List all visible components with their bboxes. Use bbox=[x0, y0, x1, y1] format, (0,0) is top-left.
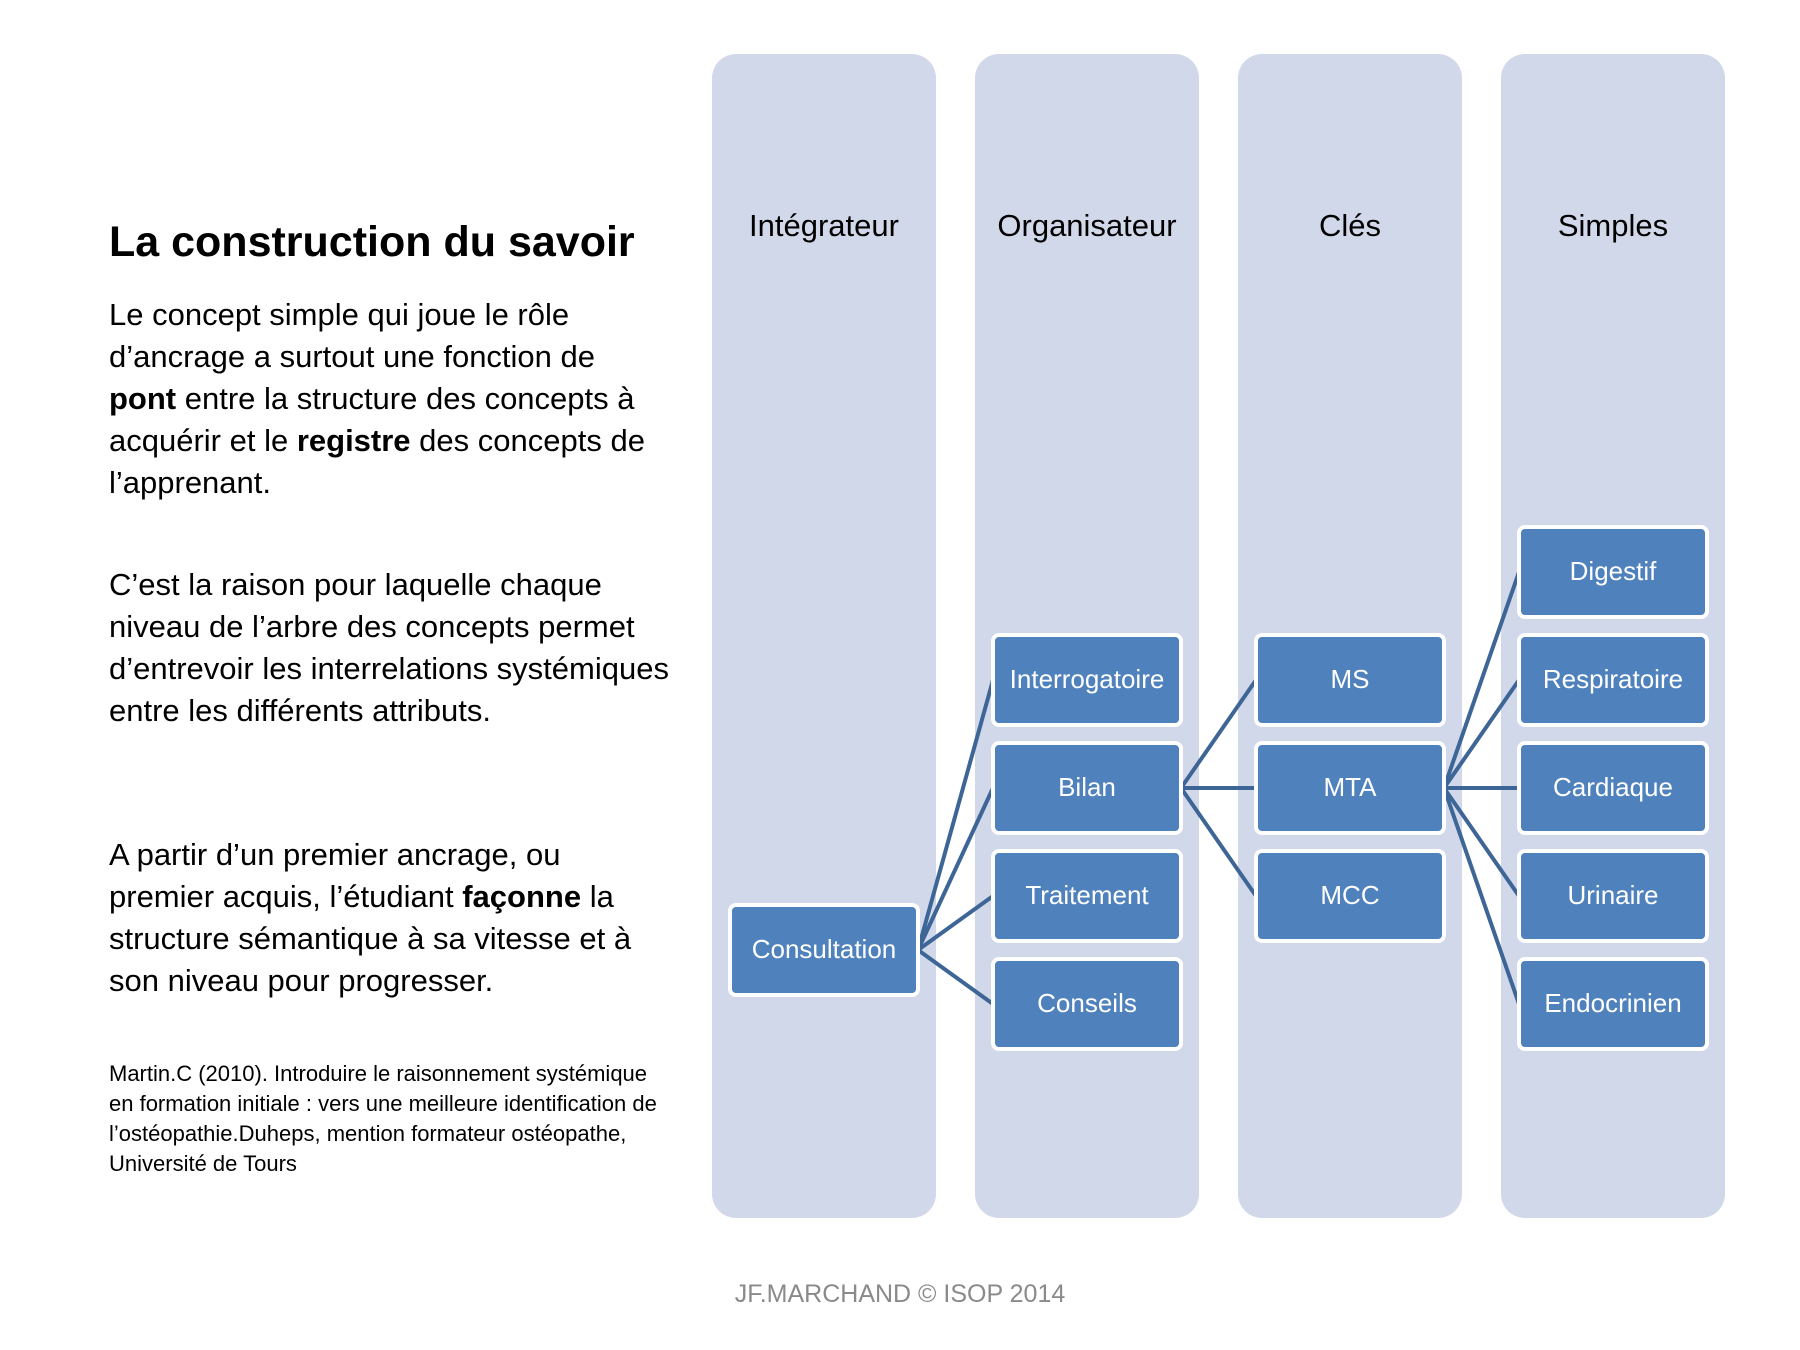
connector-line bbox=[1442, 786, 1521, 898]
concept-node-box bbox=[1254, 849, 1446, 943]
concept-node-label: Digestif bbox=[1570, 556, 1657, 586]
concept-node-label: MS bbox=[1331, 664, 1370, 694]
connector-line bbox=[1442, 678, 1521, 790]
concept-node-box bbox=[1517, 633, 1709, 727]
emphasis-text: pont bbox=[109, 381, 177, 416]
concept-node-label: Interrogatoire bbox=[1010, 664, 1165, 694]
connector-line bbox=[1179, 678, 1258, 790]
concept-node-box bbox=[1254, 633, 1446, 727]
paragraph-anchoring: Le concept simple qui joue le rôle d’anc… bbox=[109, 294, 669, 504]
concept-node-box bbox=[728, 903, 920, 997]
concept-node-label: Endocrinien bbox=[1544, 988, 1681, 1018]
concept-node-label: Cardiaque bbox=[1553, 772, 1673, 802]
paragraph-tree-levels: C’est la raison pour laquelle chaque niv… bbox=[109, 564, 669, 732]
paragraph-run: des concepts de l’apprenant. bbox=[109, 423, 645, 500]
connectors bbox=[916, 571, 1521, 1006]
connector-line bbox=[916, 948, 995, 1006]
concept-node-label: Conseils bbox=[1037, 988, 1137, 1018]
paragraph-run: entre la structure des concepts à acquér… bbox=[109, 381, 635, 458]
paragraph-run: C’est la raison pour laquelle chaque niv… bbox=[109, 567, 669, 728]
column-header: Simples bbox=[1558, 208, 1668, 243]
concept-node-box bbox=[991, 633, 1183, 727]
concept-node-label: Bilan bbox=[1058, 772, 1116, 802]
paragraph-run: A partir d’un premier ancrage, ou premie… bbox=[109, 837, 561, 914]
concept-node-box bbox=[991, 741, 1183, 835]
concept-node-box bbox=[1517, 849, 1709, 943]
concept-node-box bbox=[1517, 525, 1709, 619]
connector-line bbox=[916, 787, 995, 951]
connector-line bbox=[916, 679, 995, 951]
emphasis-text: registre bbox=[296, 423, 411, 458]
connector-line bbox=[1442, 787, 1521, 1005]
concept-node-box bbox=[991, 849, 1183, 943]
concept-node-label: MCC bbox=[1320, 880, 1379, 910]
emphasis-text: façonne bbox=[462, 879, 582, 914]
connector-line bbox=[1442, 571, 1521, 789]
concept-node-box bbox=[1517, 741, 1709, 835]
concept-node-label: Respiratoire bbox=[1543, 664, 1683, 694]
footer-copyright: JF.MARCHAND © ISOP 2014 bbox=[734, 1280, 1066, 1308]
concept-node-box bbox=[1254, 741, 1446, 835]
concept-node-label: Urinaire bbox=[1567, 880, 1658, 910]
connector-line bbox=[916, 894, 995, 952]
concept-node-box bbox=[1517, 957, 1709, 1051]
column-header: Clés bbox=[1319, 208, 1381, 243]
paragraph-progression: A partir d’un premier ancrage, ou premie… bbox=[109, 834, 669, 1002]
concept-node-label: MTA bbox=[1324, 772, 1378, 802]
concept-node-box bbox=[991, 957, 1183, 1051]
concept-nodes: Consultation InterrogatoireBilanTraitemen… bbox=[728, 525, 1709, 1051]
column-header: Organisateur bbox=[997, 208, 1176, 243]
paragraph-run: la structure sémantique à sa vitesse et … bbox=[109, 879, 632, 998]
concept-node-label: Consultation bbox=[752, 934, 897, 964]
column-header: Intégrateur bbox=[749, 208, 899, 243]
paragraph-run: Le concept simple qui joue le rôle d’anc… bbox=[109, 297, 596, 374]
reference-citation: Martin.C (2010). Introduire le raisonnem… bbox=[109, 1061, 657, 1176]
concept-node-label: Traitement bbox=[1025, 880, 1149, 910]
connector-line bbox=[1179, 786, 1258, 898]
slide-title: La construction du savoir bbox=[109, 218, 635, 266]
